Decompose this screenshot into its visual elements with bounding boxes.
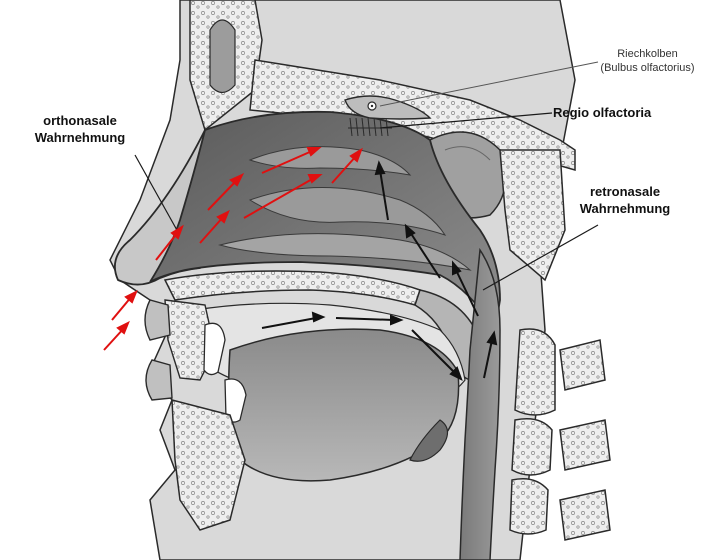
label-riechkolben: Riechkolben (Bulbus olfactorius) [585,47,710,75]
label-regio-olfactoria: Regio olfactoria [553,104,703,121]
label-riechkolben-line1: Riechkolben [585,47,710,61]
red-arrow-2 [112,292,136,320]
label-retronasal-line1: retronasale [555,183,695,200]
label-retronasal-line2: Wahrnehmung [555,200,695,217]
label-orthonasal-line1: orthonasale [10,112,150,129]
upper-lip [145,300,170,340]
label-orthonasal: orthonasale Wahrnehmung [10,112,150,146]
label-riechkolben-line2: (Bulbus olfactorius) [585,61,710,75]
cervical-spine [510,329,610,540]
label-retronasal: retronasale Wahrnehmung [555,183,695,217]
label-orthonasal-line2: Wahrnehmung [10,129,150,146]
red-arrow-1 [104,323,128,350]
frontal-sinus [210,20,235,93]
lower-lip [146,360,172,400]
label-regio-text: Regio olfactoria [553,104,703,121]
